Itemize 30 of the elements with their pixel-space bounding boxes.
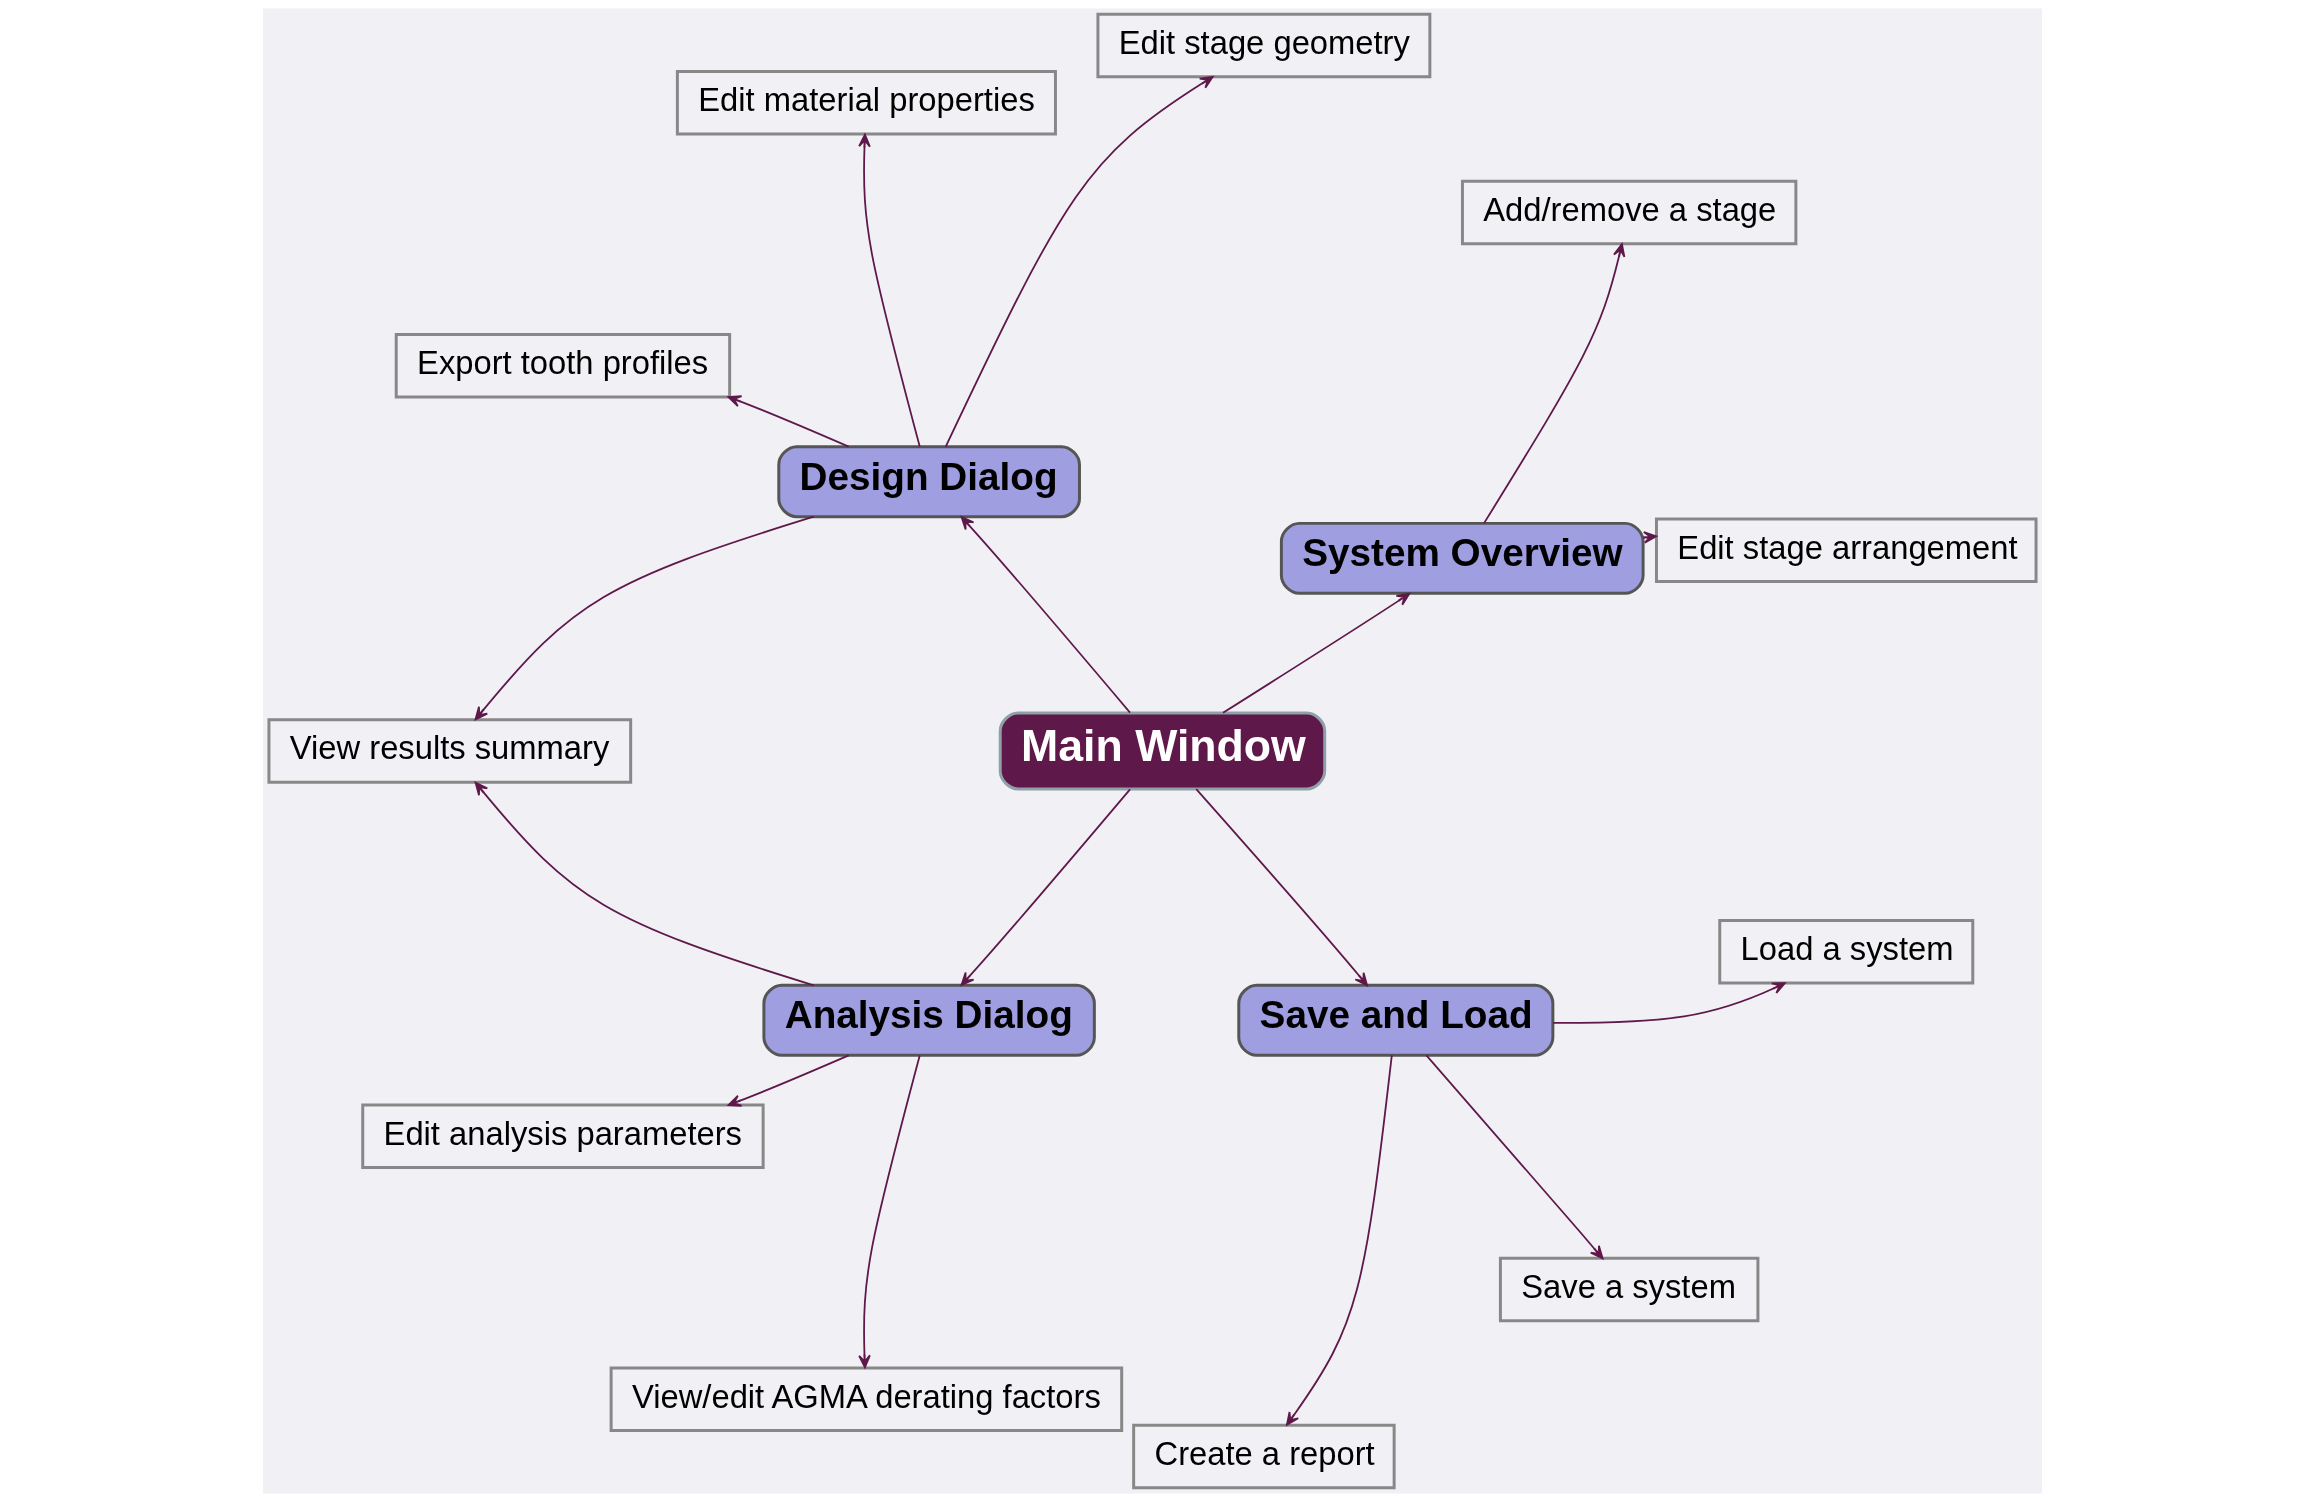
arrow	[1194, 788, 1368, 987]
arrow	[1551, 982, 1786, 1024]
node-box: Export tooth profiles	[394, 332, 731, 399]
arrow	[944, 75, 1214, 448]
node-box: Main Window	[998, 711, 1326, 791]
node-box: Save and Load	[1236, 983, 1554, 1057]
arrow	[857, 133, 921, 448]
arrow	[1482, 243, 1625, 525]
arrow	[1425, 1054, 1603, 1260]
arrow	[857, 1054, 921, 1369]
arrow	[1221, 592, 1410, 714]
node-box: Analysis Dialog	[761, 983, 1096, 1057]
arrow	[474, 515, 815, 721]
node-box: Load a system	[1717, 919, 1974, 985]
node-box: View/edit AGMA derating factors	[609, 1366, 1123, 1432]
arrow	[960, 788, 1131, 986]
node-box: Edit stage arrangement	[1654, 517, 2038, 583]
node-box: Save a system	[1498, 1256, 1759, 1323]
arrow	[727, 1054, 850, 1107]
node-box: Edit stage geometry	[1095, 12, 1431, 79]
arrow	[474, 781, 815, 987]
node-box: Edit analysis parameters	[360, 1103, 765, 1170]
node-box: Add/remove a stage	[1460, 179, 1797, 246]
node-box: View results summary	[266, 718, 632, 784]
node-box: Edit material properties	[675, 70, 1057, 136]
node-box: Design Dialog	[776, 445, 1081, 519]
arrow	[727, 395, 850, 448]
arrow	[960, 516, 1131, 714]
arrow	[1285, 1054, 1393, 1426]
node-box: Create a report	[1131, 1423, 1396, 1490]
